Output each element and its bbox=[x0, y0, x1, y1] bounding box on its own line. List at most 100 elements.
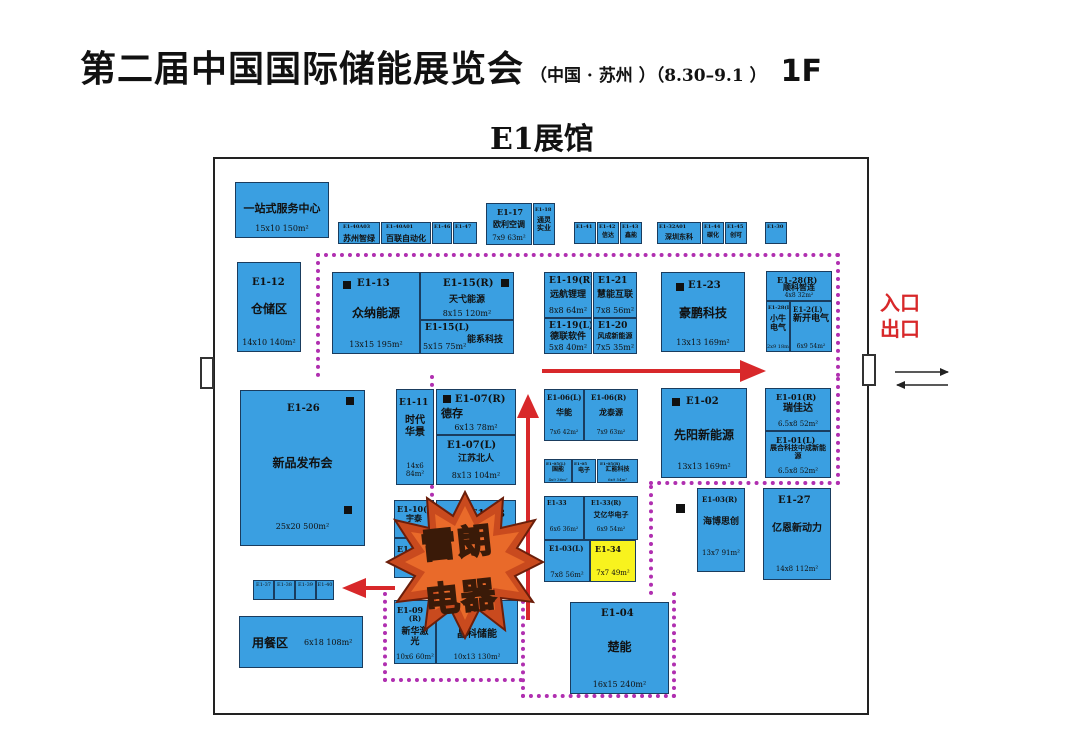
booth-name: 艾亿华电子 bbox=[593, 510, 629, 519]
booth-e1-01l[interactable]: E1-01(L) 展合科技中成新能源 6.5x8 52m² bbox=[765, 431, 831, 478]
booth-size: 15x10 150m² bbox=[255, 224, 309, 233]
booth-e1-34-highlighted[interactable]: E1-34 7x7 49m² bbox=[590, 540, 636, 582]
booth-id: E1-05 bbox=[574, 461, 588, 466]
booth-id: E1-09 bbox=[397, 605, 424, 615]
booth-e1-28l[interactable]: E1-28(L) 小牛电气 2x9 18m² bbox=[766, 301, 790, 352]
booth-e1-33[interactable]: E1-33 6x6 36m² bbox=[544, 496, 584, 540]
booth-e1-01r[interactable]: E1-01(R) 瑞佳达 6.5x8 52m² bbox=[765, 388, 831, 431]
booth-dining-area[interactable]: 用餐区 6x18 108m² bbox=[239, 616, 363, 668]
exit-label: 出口 bbox=[880, 317, 920, 341]
booth-e1-45[interactable]: E1-45 创可 bbox=[725, 222, 747, 244]
booth-size: 6x13 78m² bbox=[454, 423, 498, 432]
booth-e1-05[interactable]: E1-05 电子 bbox=[572, 459, 596, 483]
booth-e1-13[interactable]: E1-13 众纳能源 13x15 195m² bbox=[332, 272, 420, 354]
booth-e1-06r[interactable]: E1-06(R) 龙泰源 7x9 63m² bbox=[584, 389, 638, 441]
booth-e1-33r[interactable]: E1-33(R) 艾亿华电子 6x9 54m² bbox=[584, 496, 638, 540]
booth-e1-28r[interactable]: E1-28(R) 顺科智连 4x8 32m² bbox=[766, 271, 832, 301]
booth-size: 4x8 32m² bbox=[784, 292, 814, 299]
corner-marker bbox=[672, 398, 680, 406]
booth-bailian[interactable]: E1-40A01 百联自动化 bbox=[381, 222, 431, 244]
booth-id: E1-40A03 bbox=[343, 224, 371, 230]
exhibition-subtitle: （中国 · 苏州 ）（8.30–9.1 ） bbox=[530, 66, 767, 86]
booth-e1-20[interactable]: E1-20 风成新能源 7x5 35m² bbox=[593, 318, 637, 354]
booth-name: 用餐区 bbox=[251, 636, 288, 650]
booth-e1-05r[interactable]: E1-05(R) 汇能科技 6x9 54m² bbox=[597, 459, 638, 483]
booth-name: 电子 bbox=[577, 467, 590, 474]
booth-mini-2[interactable]: E1-38 bbox=[274, 580, 295, 600]
booth-id: E1-06(L) bbox=[547, 393, 582, 402]
booth-id: E1-13 bbox=[357, 278, 390, 289]
booth-e1-46[interactable]: E1-46 bbox=[432, 222, 452, 244]
booth-e1-41[interactable]: E1-41 bbox=[574, 222, 596, 244]
booth-e1-42[interactable]: E1-42 信达 bbox=[597, 222, 619, 244]
booth-name: 时代华景 bbox=[405, 415, 425, 438]
booth-id: E1-2(L) bbox=[793, 305, 823, 314]
booth-name: 深圳东科 bbox=[665, 232, 693, 241]
booth-e1-47[interactable]: E1-47 bbox=[453, 222, 477, 244]
booth-name: 汇能科技 bbox=[605, 466, 630, 473]
booth-e1-21[interactable]: E1-21 慧能互联 7x8 56m² bbox=[593, 272, 637, 318]
booth-e1-19r[interactable]: E1-19(R) 远航锂理 8x8 64m² bbox=[544, 272, 592, 318]
booth-id: E1-21 bbox=[598, 276, 628, 286]
booth-id: E1-32A01 bbox=[659, 224, 687, 230]
booth-service-center[interactable]: 一站式服务中心 15x10 150m² bbox=[235, 182, 329, 238]
booth-e1-15r[interactable]: E1-15(R) 天弋能源 8x15 120m² bbox=[420, 272, 514, 320]
booth-name: 碳化 bbox=[706, 232, 719, 239]
booth-size: 14x6 84m² bbox=[405, 462, 425, 478]
booth-e1-17[interactable]: E1-17 欧利空调 7x9 63m² bbox=[486, 203, 532, 245]
booth-size: 7x7 49m² bbox=[596, 569, 630, 577]
booth-id: E1-04 bbox=[601, 608, 634, 619]
booth-suzhou-zhilv[interactable]: E1-40A03 苏州智绿 bbox=[338, 222, 380, 244]
booth-size: 5x8 40m² bbox=[548, 343, 588, 352]
booth-size: 6x9 54m² bbox=[796, 343, 826, 350]
booth-name: 江苏北人 bbox=[457, 454, 494, 464]
corner-marker bbox=[501, 279, 509, 287]
booth-name: 顺科智连 bbox=[783, 282, 815, 292]
booth-size: 6x6 36m² bbox=[549, 526, 579, 533]
booth-size: 2x9 18m² bbox=[767, 344, 790, 350]
booth-e1-03r[interactable]: E1-03(R) 海博思创 13x7 91m² bbox=[697, 488, 745, 572]
booth-mini-3[interactable]: E1-39 bbox=[295, 580, 316, 600]
booth-e1-18[interactable]: E1-18 通灵实业 bbox=[533, 203, 555, 245]
booth-name: 欧利空调 bbox=[493, 219, 525, 229]
booth-e1-19l[interactable]: E1-19(L) 德联软件 5x8 40m² bbox=[544, 318, 592, 354]
booth-id: E1-30 bbox=[767, 224, 784, 230]
booth-size: 6x18 108m² bbox=[304, 638, 353, 647]
booth-e1-03l[interactable]: E1-03(L) 7x8 56m² bbox=[544, 540, 590, 582]
booth-id: E1-01(L) bbox=[776, 435, 816, 445]
booth-id: E1-05(L) bbox=[546, 461, 566, 466]
booth-id: E1-15(R) bbox=[443, 278, 494, 289]
route-arrow-up bbox=[517, 394, 539, 620]
booth-e1-23[interactable]: E1-23 豪鹏科技 13x13 169m² bbox=[661, 272, 745, 352]
booth-mini-1[interactable]: E1-37 bbox=[253, 580, 274, 600]
booth-e1-05l[interactable]: E1-05(L) 国能 4x9 36m² bbox=[544, 459, 572, 483]
booth-name: 新华激光 bbox=[401, 627, 429, 648]
booth-e1-07l[interactable]: E1-07(L) 江苏北人 8x13 104m² bbox=[436, 435, 516, 485]
booth-name: 能系科技 bbox=[467, 335, 504, 345]
page-title: 第二届中国国际储能展览会（中国 · 苏州 ）（8.30–9.1 ）1F bbox=[80, 40, 1040, 90]
booth-e1-15l[interactable]: E1-15(L) 能系科技 5x15 75m² bbox=[420, 320, 514, 354]
booth-size: 13x13 169m² bbox=[676, 338, 730, 347]
booth-e1-2l[interactable]: E1-2(L) 新开电气 6x9 54m² bbox=[790, 301, 832, 352]
booth-name: 华能 bbox=[556, 407, 572, 417]
booth-e1-11[interactable]: E1-11 时代华景 14x6 84m² bbox=[396, 389, 434, 485]
booth-e1-12[interactable]: E1-12 仓储区 14x10 140m² bbox=[237, 262, 301, 352]
route-arrow-right bbox=[542, 360, 766, 382]
booth-mini-4[interactable]: E1-40 bbox=[316, 580, 334, 600]
booth-size: 8x8 64m² bbox=[548, 306, 588, 315]
booth-e1-02[interactable]: E1-02 先阳新能源 13x13 169m² bbox=[661, 388, 747, 478]
booth-e1-06l[interactable]: E1-06(L) 华能 7x6 42m² bbox=[544, 389, 584, 441]
floor-label: 1F bbox=[780, 54, 822, 89]
booth-e1-27[interactable]: E1-27 亿恩新动力 14x8 112m² bbox=[763, 488, 831, 580]
booth-shenzhen-dongke[interactable]: E1-32A01 深圳东科 bbox=[657, 222, 701, 244]
booth-size: 8x13 104m² bbox=[451, 471, 501, 480]
booth-e1-44[interactable]: E1-44 碳化 bbox=[702, 222, 724, 244]
booth-name: 慧能互联 bbox=[596, 290, 633, 300]
booth-e1-04[interactable]: E1-04 楚能 16x15 240m² bbox=[570, 602, 669, 694]
booth-e1-30[interactable]: E1-30 bbox=[765, 222, 787, 244]
booth-e1-43[interactable]: E1-43 鑫能 bbox=[620, 222, 642, 244]
booth-e1-26[interactable]: E1-26 新品发布会 25x20 500m² bbox=[240, 390, 365, 546]
booth-name: 豪鹏科技 bbox=[678, 306, 727, 320]
badge-line-2: 电器 bbox=[422, 573, 500, 622]
booth-e1-07r[interactable]: E1-07(R) 德存 6x13 78m² bbox=[436, 389, 516, 435]
